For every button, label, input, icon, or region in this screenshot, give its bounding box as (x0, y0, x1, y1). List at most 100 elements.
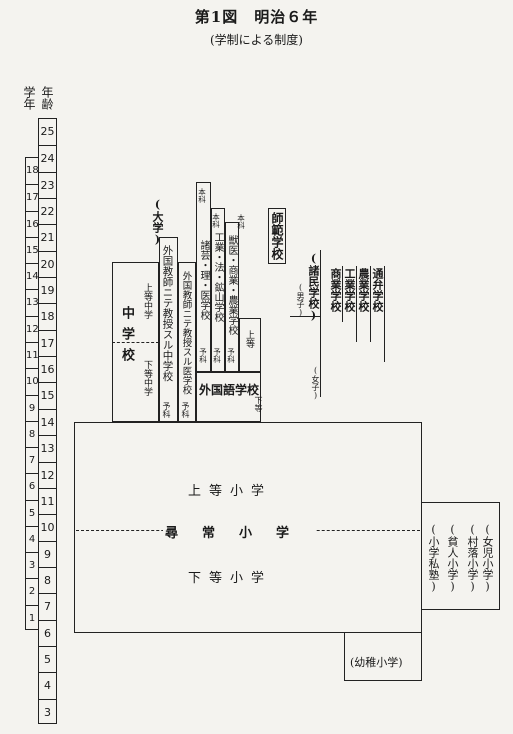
shogyo-line (342, 266, 343, 322)
age-tick: 25 (40, 125, 55, 138)
grade-tick: 6 (26, 473, 38, 500)
age-tick: 6 (39, 619, 56, 647)
shomin-danshi: (男子) (296, 283, 305, 317)
gaikoku-igaku-box (178, 262, 196, 422)
joji-shogaku-label: (女児小学) (481, 523, 494, 593)
kogyo-label: 工業・法・鉱山学校 (212, 232, 223, 322)
gaikokugo-kato: 下等 (254, 396, 263, 412)
side-shogaku-box (422, 502, 500, 610)
yochi-shogaku-box (344, 633, 422, 681)
shogei-box (196, 182, 211, 372)
age-tick: 12 (39, 461, 56, 489)
age-tick: 13 (39, 435, 56, 462)
shogyo-label: 商業学校 (329, 268, 342, 312)
gaikokugo-box (196, 372, 261, 422)
grade-tick: 8 (26, 420, 38, 448)
grade-tick: 4 (26, 525, 38, 553)
grade-tick: 2 (26, 578, 38, 605)
nogyo-line (370, 266, 371, 342)
age-tick: 21 (39, 224, 56, 251)
jinjo-shogaku-label: 尋常小学 (163, 522, 316, 541)
gaikokugo-label: 外国語学校 (199, 383, 260, 397)
chugakko-divider (112, 342, 159, 343)
age-tick: 17 (39, 329, 56, 357)
age-tick: 16 (39, 356, 56, 383)
grade-tick: 14 (26, 263, 39, 290)
shijuku-label: (小学私塾) (427, 523, 440, 593)
grade-tick: 15 (26, 236, 39, 264)
grade-tick: 1 (26, 604, 38, 632)
hinnin-shogaku-label: (貧人小学) (446, 523, 459, 593)
shihan-box (268, 208, 286, 264)
age-tick: 22 (39, 198, 56, 225)
age-tick: 15 (39, 382, 56, 409)
juui-label: 獣医・商業・農業学校 (226, 235, 237, 335)
joto-shogaku-label: 上等小学 (188, 484, 273, 499)
grade-tick: 18 (26, 165, 39, 176)
gaikoku-igaku-yoka: 予科 (181, 402, 190, 418)
yochi-shogaku-label: (幼稚小学) (350, 656, 403, 669)
joto-chugaku-label: 上等中学 (142, 283, 152, 319)
grade-tick: 3 (26, 552, 38, 579)
kogyo-yoka: 予科 (212, 348, 222, 363)
gaikoku-chugaku-box (159, 237, 178, 422)
age-tick: 3 (39, 698, 56, 726)
grade-tick: 11 (26, 341, 39, 369)
shogei-label: 諸芸・理・医学校 (198, 240, 209, 320)
grade-tick: 9 (26, 394, 38, 422)
shogei-honka: 本科 (197, 188, 207, 203)
grade-tick: 12 (26, 315, 39, 343)
tsuben-line (384, 266, 385, 362)
shihan-label: 師範学校 (270, 212, 284, 260)
age-tick: 14 (39, 408, 56, 436)
juui-honka: 本科 (236, 214, 246, 229)
age-tick: 24 (39, 145, 56, 172)
grade-tick: 16 (26, 210, 39, 238)
kogyo-box (211, 208, 225, 372)
kato-chugaku-label: 下等中学 (142, 360, 152, 396)
shogaku-box (74, 422, 422, 633)
age-tick: 18 (39, 303, 56, 330)
kogyo-honka: 本科 (211, 213, 221, 228)
gaikoku-chugaku-label: 外国教師ニテ教授スル中学校 (161, 245, 174, 382)
gaikoku-igaku-label: 外国教師ニテ教授スル医学校 (180, 271, 192, 395)
age-tick: 23 (39, 171, 56, 199)
age-tick: 5 (39, 645, 56, 673)
grade-tick: 17 (26, 184, 39, 211)
sonraku-shogaku-label: (村落小学) (466, 523, 479, 593)
age-tick: 20 (39, 250, 56, 278)
shomin-bottom-line (290, 316, 320, 317)
shomin-right-line (320, 250, 321, 397)
age-tick: 19 (39, 277, 56, 304)
grade-tick: 5 (26, 499, 38, 527)
age-tick: 4 (39, 672, 56, 699)
age-tick: 9 (39, 540, 56, 568)
nogyo-label: 農業学校 (357, 268, 370, 312)
age-tick: 10 (39, 514, 56, 541)
grade-header: 学年 (22, 86, 36, 110)
gaikoku-chugaku-yoka: 予科 (162, 402, 171, 418)
gaikokugo-joto: 上等 (244, 330, 254, 348)
juui-yoka: 予科 (226, 348, 236, 363)
kogyo2-label: 工業学校 (343, 268, 356, 312)
tsuben-label: 通弁学校 (371, 268, 384, 312)
kato-shogaku-label: 下等小学 (188, 571, 273, 586)
figure-subtitle: (学制による制度) (209, 33, 303, 47)
shomin-joshi: (女子) (311, 366, 320, 400)
juui-box (225, 222, 239, 372)
shomin-label: (諸民学校) (307, 252, 320, 322)
shogei-yoka: 予科 (198, 348, 208, 363)
gaikokugo-joto-box (239, 318, 261, 372)
chugakko-label: 中学校 (119, 306, 134, 369)
figure-title: 第1図 明治６年 (194, 8, 319, 26)
grade-tick: 10 (26, 368, 39, 395)
age-tick: 11 (39, 487, 56, 515)
grade-tick: 13 (26, 289, 39, 316)
age-tick: 7 (39, 593, 56, 620)
kogyo2-line (356, 266, 357, 342)
daigaku-label: (大学) (151, 198, 164, 246)
grade-tick: 7 (26, 447, 38, 474)
age-header: 年齢 (40, 86, 54, 110)
